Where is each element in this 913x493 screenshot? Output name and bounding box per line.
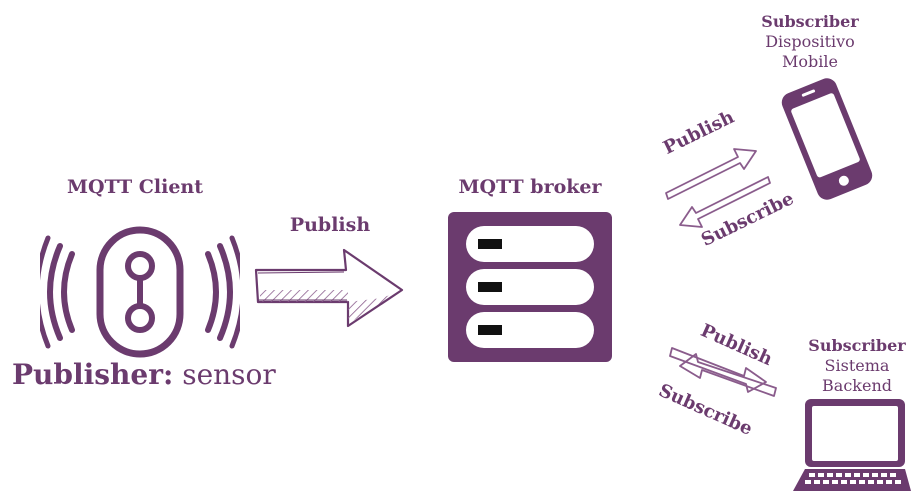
mobile-double-arrow [665,148,771,228]
mobile-role: Subscriber [761,12,859,31]
backend-double-arrow [669,347,777,397]
broker-server-icon [448,212,612,362]
publish-main-label: Publish [289,214,371,236]
laptop-icon [793,399,911,491]
backend-role: Subscriber [808,336,906,355]
client-title: MQTT Client [66,176,204,198]
broker-title: MQTT broker [458,176,602,198]
sensor-icon [40,226,240,358]
mobile-line2: Mobile [782,52,838,71]
backend-line2: Backend [822,376,892,395]
phone-icon [781,78,873,200]
backend-line1: Sistema [824,356,890,375]
publisher-label: Publisher: sensor [12,358,276,391]
publisher-label-bold: Publisher: [12,358,174,391]
publish-main-arrow [254,248,404,328]
mobile-line1: Dispositivo [765,32,855,51]
publisher-label-rest: sensor [173,358,276,391]
